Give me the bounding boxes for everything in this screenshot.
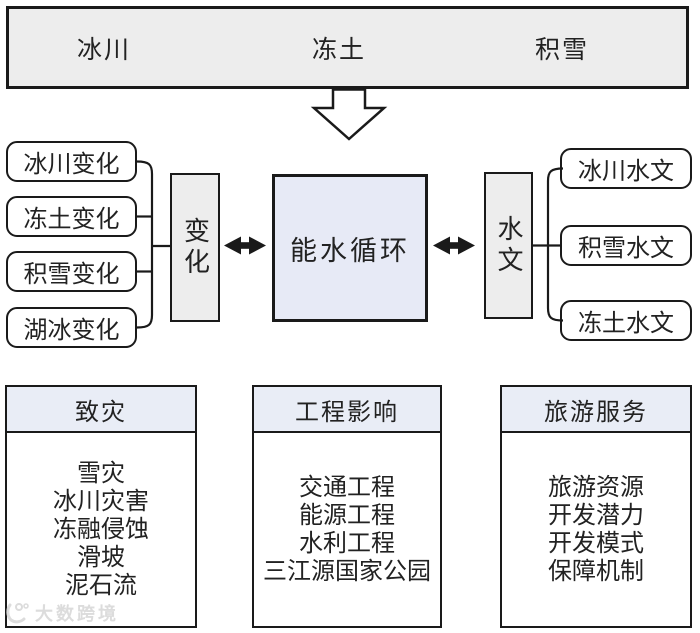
list-item: 雪灾 xyxy=(77,460,125,487)
down-block-arrow-icon xyxy=(310,88,388,141)
hub-energy-water-cycle: 能水循环 xyxy=(272,174,428,322)
banner-label-permafrost: 冻土 xyxy=(311,36,367,64)
cryosphere-elements-banner: 冰川 冻土 积雪 xyxy=(6,6,689,89)
double-arrow-right-icon xyxy=(433,236,475,255)
list-item: 滑坡 xyxy=(77,544,125,571)
double-arrow-left-icon xyxy=(224,236,266,255)
leaf-glacier-hydrology: 冰川水文 xyxy=(560,148,692,189)
hub-change: 变化 xyxy=(170,173,220,322)
list-item: 开发潜力 xyxy=(548,502,644,529)
watermark-text: 大数跨境 xyxy=(35,604,119,624)
leaf-snow-change: 积雪变化 xyxy=(6,251,137,292)
panel-engineering-impact: 工程影响 交通工程 能源工程 水利工程 三江源国家公园 xyxy=(252,385,442,628)
hub-hydrology: 水文 xyxy=(484,172,533,319)
left-bracket-connector xyxy=(136,160,170,329)
list-item: 冻融侵蚀 xyxy=(53,516,149,543)
panel-disasters: 致灾 雪灾 冰川灾害 冻融侵蚀 滑坡 泥石流 xyxy=(5,385,197,628)
panel-engineering-body: 交通工程 能源工程 水利工程 三江源国家公园 xyxy=(254,433,440,626)
list-item: 交通工程 xyxy=(299,474,395,501)
banner-label-snow: 积雪 xyxy=(534,36,590,64)
banner-label-glacier: 冰川 xyxy=(76,36,132,64)
watermark-logo-icon xyxy=(6,603,29,624)
panel-disasters-body: 雪灾 冰川灾害 冻融侵蚀 滑坡 泥石流 xyxy=(7,433,195,626)
list-item: 旅游资源 xyxy=(548,474,644,501)
list-item: 水利工程 xyxy=(299,530,395,557)
watermark: 大数跨境 xyxy=(6,600,119,626)
list-item: 泥石流 xyxy=(65,572,137,599)
panel-disasters-title: 致灾 xyxy=(7,387,195,433)
leaf-glacier-change: 冰川变化 xyxy=(6,141,137,182)
leaf-permafrost-hydrology: 冻土水文 xyxy=(560,300,692,341)
panel-engineering-title: 工程影响 xyxy=(254,387,440,433)
panel-tourism-body: 旅游资源 开发潜力 开发模式 保障机制 xyxy=(502,433,690,626)
list-item: 开发模式 xyxy=(548,530,644,557)
list-item: 能源工程 xyxy=(299,502,395,529)
list-item: 冰川灾害 xyxy=(53,488,149,515)
panel-tourism-title: 旅游服务 xyxy=(502,387,690,433)
list-item: 三江源国家公园 xyxy=(263,558,431,585)
right-bracket-connector xyxy=(533,167,564,322)
leaf-permafrost-change: 冻土变化 xyxy=(6,196,137,237)
leaf-lake-ice-change: 湖冰变化 xyxy=(6,307,137,348)
panel-tourism-services: 旅游服务 旅游资源 开发潜力 开发模式 保障机制 xyxy=(500,385,692,628)
list-item: 保障机制 xyxy=(548,558,644,585)
leaf-snow-hydrology: 积雪水文 xyxy=(560,225,692,266)
